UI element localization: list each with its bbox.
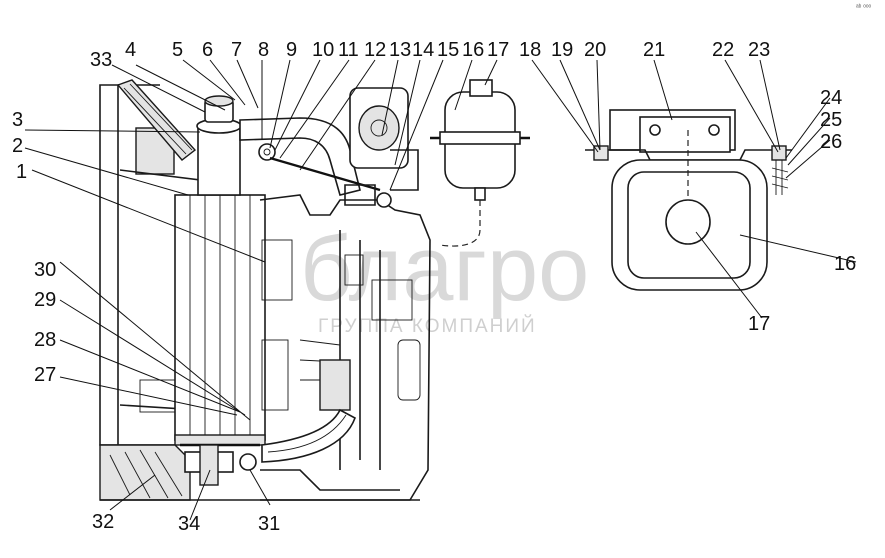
callout-8: 8 [258, 39, 269, 61]
callout-4: 4 [125, 39, 136, 61]
callout-10: 10 [312, 39, 334, 61]
callout-28: 28 [34, 329, 56, 351]
leader-lines [24, 59, 857, 521]
callout-29: 29 [34, 289, 56, 311]
callout-3: 3 [12, 109, 23, 131]
tank-detail-view [585, 109, 792, 291]
callout-15: 15 [437, 39, 459, 61]
callout-27: 27 [34, 364, 56, 386]
callout-31: 31 [258, 513, 280, 535]
callout-14: 14 [412, 39, 434, 61]
pump-housing [349, 87, 419, 191]
base-frame [99, 444, 420, 501]
callout-21: 21 [643, 39, 665, 61]
filler-neck [196, 95, 276, 196]
callout-5: 5 [172, 39, 183, 61]
callout-16: 16 [462, 39, 484, 61]
callout-22: 22 [712, 39, 734, 61]
upper-hose [239, 117, 392, 208]
callout-19: 19 [551, 39, 573, 61]
callout-1: 1 [16, 161, 27, 183]
callout-2: 2 [12, 135, 23, 157]
watermark: благро ГРУППА КОМПАНИЙ [300, 218, 589, 337]
callout-12: 12 [364, 39, 386, 61]
callout-30: 30 [34, 259, 56, 281]
callout-9: 9 [286, 39, 297, 61]
callout-17-detail: 17 [748, 313, 770, 335]
corner-mark: ᵃᵇ ᵒᵒᵒ [856, 4, 871, 11]
watermark-brand: благро [300, 218, 589, 320]
callout-18: 18 [519, 39, 541, 61]
radiator-core [174, 194, 266, 447]
callout-26: 26 [820, 131, 842, 153]
callout-34: 34 [178, 513, 200, 535]
radiator-frame [99, 79, 201, 446]
callout-6: 6 [202, 39, 213, 61]
callout-33: 33 [90, 49, 112, 71]
expansion-tank [430, 79, 530, 247]
callout-25: 25 [820, 109, 842, 131]
callout-16-detail: 16 [834, 253, 856, 275]
callout-17: 17 [487, 39, 509, 61]
callout-13: 13 [389, 39, 411, 61]
callout-32: 32 [92, 511, 114, 533]
callout-23: 23 [748, 39, 770, 61]
watermark-subtitle: ГРУППА КОМПАНИЙ [318, 315, 537, 337]
callout-24: 24 [820, 87, 842, 109]
callout-11: 11 [338, 39, 359, 61]
callout-labels: 33 4 5 6 7 8 9 10 11 12 13 14 15 16 17 1… [12, 39, 856, 535]
callout-20: 20 [584, 39, 606, 61]
callout-7: 7 [231, 39, 242, 61]
